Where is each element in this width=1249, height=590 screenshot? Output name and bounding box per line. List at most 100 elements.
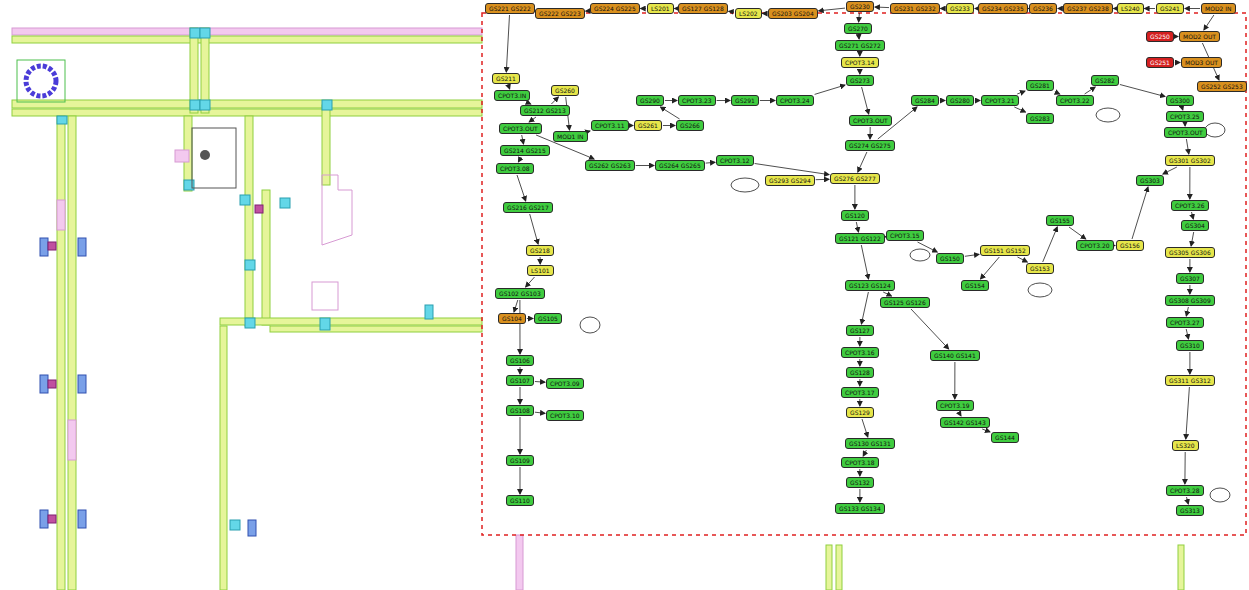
node-label: LS201 bbox=[651, 5, 670, 12]
process-box: LS201 bbox=[647, 3, 674, 14]
node-label: CPOT3.10 bbox=[550, 412, 580, 419]
node-label: MOD3 OUT bbox=[1185, 59, 1218, 66]
flow-arrow bbox=[859, 337, 860, 346]
node-label: GS313 bbox=[1180, 507, 1200, 514]
flow-arrow bbox=[918, 242, 938, 252]
flow-arrow bbox=[875, 7, 889, 9]
flow-arrow bbox=[506, 15, 509, 72]
flow-arrow bbox=[854, 185, 855, 209]
node-label: LS240 bbox=[1121, 5, 1140, 12]
process-box: GS104 bbox=[498, 313, 526, 324]
process-box: GS308 GS309 bbox=[1165, 295, 1215, 306]
process-box: CPOT3.OUT bbox=[499, 123, 542, 134]
node-label: CPOT3.25 bbox=[1170, 113, 1200, 120]
process-box: GS231 GS232 bbox=[890, 3, 940, 14]
process-box: GS102 GS103 bbox=[495, 288, 545, 299]
process-box: CPOT3.12 bbox=[716, 155, 754, 166]
flow-arrow bbox=[1017, 91, 1025, 94]
process-box: CPOT3.21 bbox=[981, 95, 1019, 106]
node-label: GS305 GS306 bbox=[1169, 249, 1211, 256]
process-box: GS271 GS272 bbox=[835, 40, 885, 51]
flow-arrow bbox=[1018, 257, 1028, 262]
process-box: GS282 bbox=[1091, 75, 1119, 86]
process-box: GS284 bbox=[911, 95, 939, 106]
node-label: GS222 GS223 bbox=[539, 10, 581, 17]
process-box: CPOT3.24 bbox=[776, 95, 814, 106]
flow-arrow bbox=[859, 52, 860, 56]
node-label: GS129 bbox=[850, 409, 870, 416]
flow-arrow bbox=[1058, 8, 1062, 9]
node-label: GS260 bbox=[555, 87, 575, 94]
process-box: GS123 GS124 bbox=[845, 280, 895, 291]
node-label: GS125 GS126 bbox=[884, 299, 926, 306]
process-box: GS121 GS122 bbox=[835, 233, 885, 244]
node-label: GS231 GS232 bbox=[894, 5, 936, 12]
node-label: CPOT3.15 bbox=[890, 232, 920, 239]
flow-arrow bbox=[1145, 8, 1155, 9]
process-box: GS150 bbox=[936, 253, 964, 264]
process-box: GS125 GS126 bbox=[880, 297, 930, 308]
flow-arrow bbox=[1114, 8, 1116, 9]
node-label: GS308 GS309 bbox=[1169, 297, 1211, 304]
process-box: GS216 GS217 bbox=[503, 202, 553, 213]
flow-arrow bbox=[940, 100, 945, 101]
node-label: CPOT3.21 bbox=[985, 97, 1015, 104]
process-box: CPOT3.23 bbox=[678, 95, 716, 106]
flow-arrow bbox=[883, 292, 891, 296]
flow-arrow bbox=[641, 8, 646, 9]
flow-arrow bbox=[717, 100, 730, 101]
node-label: MOD1 IN bbox=[557, 133, 584, 140]
flow-arrow bbox=[519, 300, 520, 354]
node-label: GS252 GS253 bbox=[1201, 83, 1243, 90]
flow-arrow bbox=[861, 245, 868, 279]
flow-arrow bbox=[1085, 87, 1096, 94]
flow-arrow bbox=[1189, 285, 1190, 294]
process-box: GS153 bbox=[1026, 263, 1054, 274]
node-label: GS266 bbox=[680, 122, 700, 129]
node-label: CPOT3.OUT bbox=[1168, 129, 1203, 136]
node-label: GS271 GS272 bbox=[839, 42, 881, 49]
flow-arrow bbox=[1132, 187, 1148, 239]
process-box: GS301 GS302 bbox=[1165, 155, 1215, 166]
process-box: GS280 bbox=[946, 95, 974, 106]
flow-arrow bbox=[941, 8, 945, 9]
node-label: GS144 bbox=[995, 434, 1015, 441]
process-box: GS140 GS141 bbox=[930, 350, 980, 361]
process-box: GS127 GS128 bbox=[678, 3, 728, 14]
node-label: GS290 bbox=[640, 97, 660, 104]
node-label: GS107 bbox=[510, 377, 530, 384]
process-box: GS236 bbox=[1029, 3, 1057, 14]
node-label: GS273 bbox=[850, 77, 870, 84]
process-box: CPOT3.14 bbox=[841, 57, 879, 68]
process-box: CPOT3.OUT bbox=[849, 115, 892, 126]
process-box: GS260 bbox=[551, 85, 579, 96]
node-label: MOD2 OUT bbox=[1183, 33, 1216, 40]
process-box: CPOT3.27 bbox=[1166, 317, 1204, 328]
process-box: GS224 GS225 bbox=[590, 3, 640, 14]
node-label: GS310 bbox=[1180, 342, 1200, 349]
process-box: GS109 bbox=[506, 455, 534, 466]
flow-arrow bbox=[729, 11, 734, 13]
flow-arrow bbox=[1163, 167, 1177, 174]
node-label: GS293 GS294 bbox=[769, 177, 811, 184]
node-label: CPOT3.17 bbox=[845, 389, 875, 396]
node-label: GS250 bbox=[1150, 33, 1170, 40]
flow-arrow bbox=[1185, 8, 1200, 9]
flow-arrow bbox=[911, 309, 949, 349]
node-label: GS300 bbox=[1170, 97, 1190, 104]
node-label: CPOT3.12 bbox=[720, 157, 750, 164]
flow-arrow bbox=[863, 450, 866, 456]
node-label: GS155 bbox=[1050, 217, 1070, 224]
node-label: GS218 bbox=[530, 247, 550, 254]
node-label: GS127 bbox=[850, 327, 870, 334]
flow-arrow bbox=[586, 10, 589, 11]
flow-arrow bbox=[858, 35, 859, 39]
flow-arrow bbox=[862, 419, 868, 437]
flow-arrow bbox=[535, 381, 545, 383]
process-box: GS305 GS306 bbox=[1165, 247, 1215, 258]
flow-arrow bbox=[816, 179, 829, 180]
process-box: CPOT3.22 bbox=[1056, 95, 1094, 106]
node-label: CPOT3.22 bbox=[1060, 97, 1090, 104]
node-label: CPOT3.26 bbox=[1175, 202, 1205, 209]
